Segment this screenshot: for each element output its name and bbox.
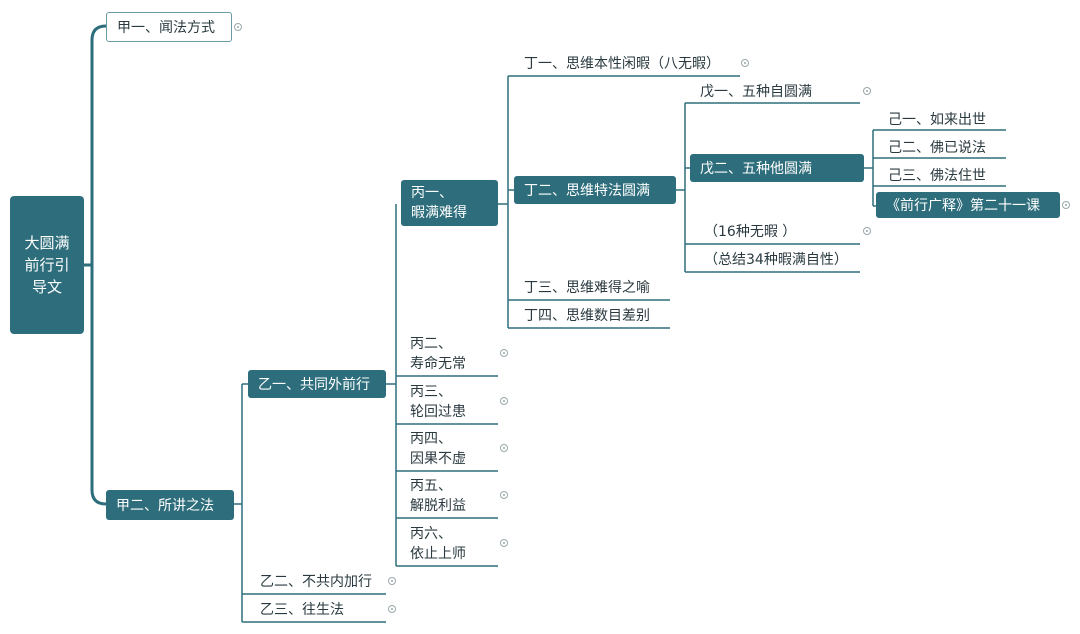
root-label: 大圆满前行引导文 [24,234,70,296]
expand-icon[interactable] [1062,201,1070,209]
topic-bing4[interactable]: 丙四、 因果不虚 [406,429,466,469]
expand-icon[interactable] [500,349,508,357]
topic-jia2[interactable]: 甲二、所讲之法 [106,490,234,520]
topic-ding3[interactable]: 丁三、思维难得之喻 [520,278,650,298]
expand-icon[interactable] [500,491,508,499]
topic-ding1[interactable]: 丁一、思维本性闲暇（八无暇） [520,54,720,74]
topic-note2[interactable]: （总结34种暇满自性） [700,250,848,270]
topic-bing4-label-1: 丙四、 [410,431,452,447]
edge-yi1-bing [386,204,498,567]
topic-bing2-label-2: 寿命无常 [410,356,466,372]
topic-ding3-label: 丁三、思维难得之喻 [524,280,650,296]
edge-jia2-yi [234,383,386,623]
topic-yi3[interactable]: 乙三、往生法 [256,600,344,620]
topic-bing5[interactable]: 丙五、 解脱利益 [406,476,466,516]
topic-note1[interactable]: （16种无暇 ） [700,222,796,242]
topic-bing1[interactable]: 丙一、 暇满难得 [401,180,498,226]
topic-bing5-label-2: 解脱利益 [410,498,466,514]
topic-wu1[interactable]: 戊一、五种自圆满 [696,82,812,102]
topic-bing6[interactable]: 丙六、 依止上师 [406,524,466,564]
expand-icon[interactable] [500,444,508,452]
topic-bing1-label-1: 丙一、 [411,185,453,201]
topic-bing3[interactable]: 丙三、 轮回过患 [406,382,466,422]
edge-bing1-ding [498,75,740,329]
topic-ji3-label: 己三、佛法住世 [888,168,986,184]
topic-bing3-label-2: 轮回过患 [410,404,466,420]
topic-yi1-label: 乙一、共同外前行 [258,377,370,393]
topic-bing1-label-2: 暇满难得 [411,205,467,221]
topic-yi3-label: 乙三、往生法 [260,602,344,618]
topic-ji1[interactable]: 己一、如来出世 [884,110,986,130]
topic-yi2-label: 乙二、不共内加行 [260,574,372,590]
edge-root-jia2 [90,488,108,506]
topic-note2-label: （总结34种暇满自性） [704,252,848,268]
topic-wu1-label: 戊一、五种自圆满 [700,84,812,100]
root-topic[interactable]: 大圆满前行引导文 [10,196,84,334]
topic-ding2-label: 丁二、思维特法圆满 [524,183,650,199]
topic-bing6-label-1: 丙六、 [410,526,452,542]
expand-icon[interactable] [388,577,396,585]
edge-ding2-wu [676,102,860,273]
expand-icon[interactable] [500,397,508,405]
expand-icon[interactable] [500,539,508,547]
edge-wu2-ji [864,129,1006,207]
topic-jia1[interactable]: 甲一、闻法方式 [106,12,232,42]
topic-ding1-label: 丁一、思维本性闲暇（八无暇） [524,56,720,72]
topic-bing3-label-1: 丙三、 [410,384,452,400]
topic-yi1[interactable]: 乙一、共同外前行 [248,370,386,398]
topic-wu2-label: 戊二、五种他圆满 [700,161,812,177]
topic-lesson-label: 《前行广释》第二十一课 [886,198,1040,214]
topic-note1-label: （16种无暇 ） [704,224,797,240]
topic-ding2[interactable]: 丁二、思维特法圆满 [514,176,676,204]
topic-ji1-label: 己一、如来出世 [888,112,986,128]
expand-icon[interactable] [863,87,871,95]
topic-ji2[interactable]: 己二、佛已说法 [884,138,986,158]
topic-jia2-label: 甲二、所讲之法 [116,498,214,514]
topic-ding4-label: 丁四、思维数目差别 [524,308,650,324]
topic-bing2[interactable]: 丙二、 寿命无常 [406,334,466,374]
topic-lesson[interactable]: 《前行广释》第二十一课 [876,192,1060,218]
topic-bing2-label-1: 丙二、 [410,336,452,352]
topic-ji3[interactable]: 己三、佛法住世 [884,166,986,186]
topic-bing4-label-2: 因果不虚 [410,451,466,467]
expand-icon[interactable] [388,605,396,613]
topic-yi2[interactable]: 乙二、不共内加行 [256,572,372,592]
expand-icon[interactable] [741,59,749,67]
expand-icon[interactable] [234,23,242,31]
topic-ding4[interactable]: 丁四、思维数目差别 [520,306,650,326]
topic-bing5-label-1: 丙五、 [410,478,452,494]
edge-root-jia1 [90,24,108,42]
topic-wu2[interactable]: 戊二、五种他圆满 [690,154,864,182]
topic-jia1-label: 甲一、闻法方式 [117,20,215,36]
topic-ji2-label: 己二、佛已说法 [888,140,986,156]
topic-bing6-label-2: 依止上师 [410,546,466,562]
expand-icon[interactable] [863,227,871,235]
